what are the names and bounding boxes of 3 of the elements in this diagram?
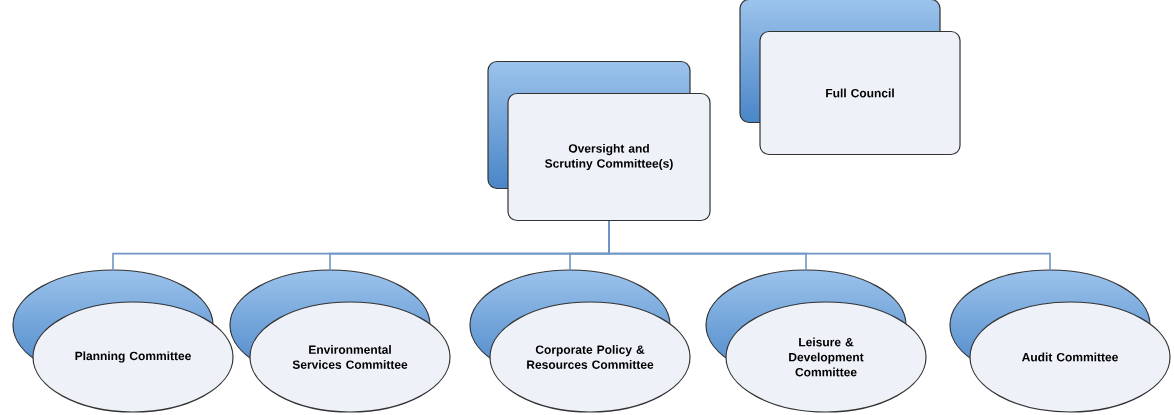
connector-line <box>608 220 1051 271</box>
committee-box: Oversight and Scrutiny Committee(s) <box>487 60 711 222</box>
committee-box: Full Council <box>739 0 961 156</box>
